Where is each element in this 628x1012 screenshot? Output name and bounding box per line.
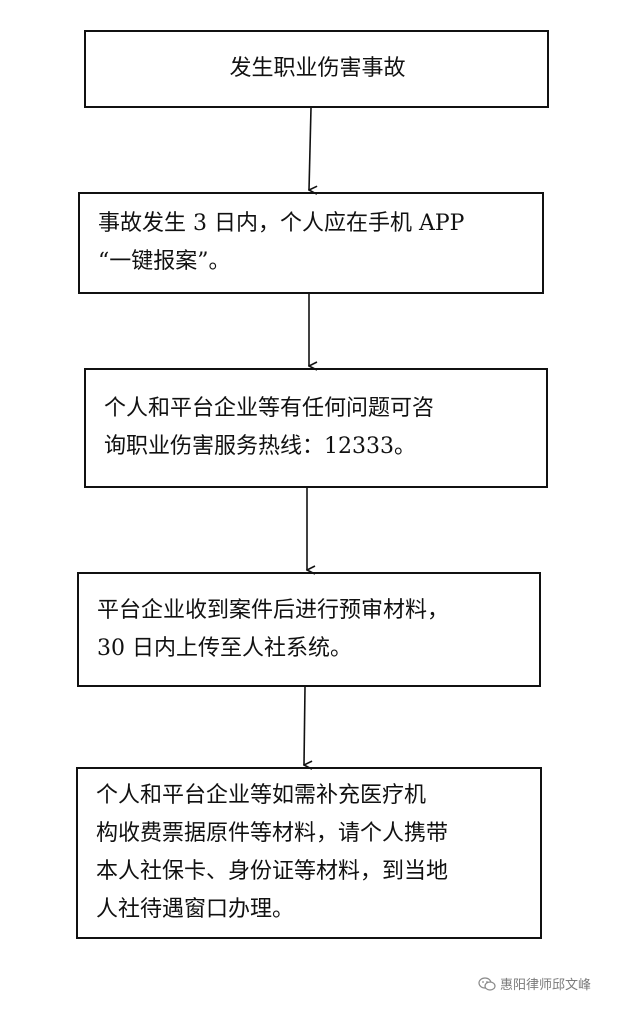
step-4-line-2: 30 日内上传至人社系统。 xyxy=(97,635,352,661)
arrow-4-to-5 xyxy=(304,686,305,765)
wechat-icon xyxy=(478,976,496,991)
step-3-line-2: 询职业伤害服务热线：12333。 xyxy=(104,434,416,459)
step-5-box: 个人和平台企业等如需补充医疗机 构收费票据原件等材料，请个人携带 本人社保卡、身… xyxy=(76,767,542,939)
watermark: 惠阳律师邱文峰 xyxy=(478,974,591,993)
arrow-1-to-2 xyxy=(309,107,311,190)
step-5-line-1: 个人和平台企业等如需补充医疗机 xyxy=(96,783,427,808)
step-1-box: 发生职业伤害事故 xyxy=(84,30,549,108)
step-4-line-1: 平台企业收到案件后进行预审材料， xyxy=(97,597,450,623)
step-4-box: 平台企业收到案件后进行预审材料， 30 日内上传至人社系统。 xyxy=(77,572,541,687)
step-5-line-3: 本人社保卡、身份证等材料，到当地 xyxy=(96,859,449,884)
step-2-line-1: 事故发生 3 日内，个人应在手机 APP xyxy=(98,211,465,236)
step-3-line-1: 个人和平台企业等有任何问题可咨 xyxy=(104,396,435,421)
step-3-box: 个人和平台企业等有任何问题可咨 询职业伤害服务热线：12333。 xyxy=(84,368,548,488)
step-2-line-2: “一键报案”。 xyxy=(98,249,231,274)
step-1-line-1: 发生职业伤害事故 xyxy=(229,56,406,81)
step-2-box: 事故发生 3 日内，个人应在手机 APP “一键报案”。 xyxy=(78,192,544,294)
step-5-line-4: 人社待遇窗口办理。 xyxy=(96,897,295,922)
watermark-text: 惠阳律师邱文峰 xyxy=(500,978,592,993)
step-5-line-2: 构收费票据原件等材料，请个人携带 xyxy=(96,821,449,846)
